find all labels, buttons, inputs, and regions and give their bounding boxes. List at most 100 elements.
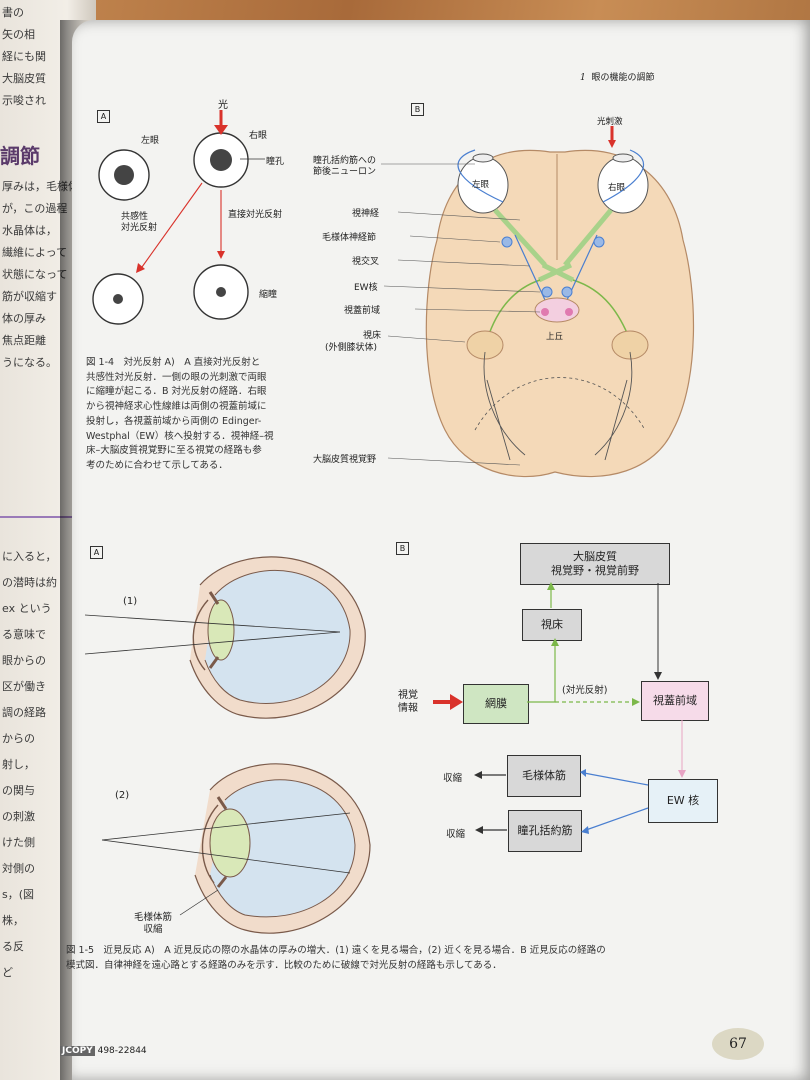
fig14b-leader-lines <box>381 163 541 466</box>
visual-info-line2: 情報 <box>398 703 418 714</box>
optic-nerve-label: 視神経 <box>352 209 380 219</box>
ciliary-line1: 毛様体筋 <box>134 912 173 923</box>
eyeball-near <box>209 779 356 918</box>
left-page-text-line: 区が働き <box>2 680 46 693</box>
ew-nucleus-left <box>541 286 553 298</box>
cornea-far <box>192 599 209 671</box>
visual-info-label: 視覚 情報 <box>398 689 418 715</box>
light-label: 光 <box>218 100 228 111</box>
right-eye-label: 右眼 <box>249 131 268 141</box>
left-page-text-line: s，(図 <box>2 888 35 901</box>
left-eye-label: 左眼 <box>141 136 160 146</box>
postganglionic-neuron-label: 瞳孔括約筋への 節後ニューロン <box>313 156 376 179</box>
left-page-text-line: 筋が収縮す <box>2 290 57 303</box>
left-page-text-line: の関与 <box>2 784 35 797</box>
lgn-left <box>466 330 504 360</box>
ciliary-nerve-left <box>514 234 546 301</box>
case1-label: (1) <box>123 596 138 607</box>
fig14-caption-line: 投射し，各視蓋前域から両側の Edinger- <box>86 415 262 427</box>
left-page-text-line: 焦点距離 <box>2 334 46 347</box>
pretectum-box: 視蓋前域 <box>641 681 709 721</box>
ciliary-muscle-box: 毛様体筋 <box>507 755 581 797</box>
ciliary-nerve-right <box>566 234 598 301</box>
chapter-number: 1 <box>580 73 586 83</box>
postganglionic-line1: 瞳孔括約筋への <box>313 156 377 166</box>
left-page-text-line: 射し， <box>2 758 35 771</box>
running-header: 1 眼の機能の調節 <box>580 70 654 83</box>
ciliary-ganglion-label: 毛様体神経節 <box>322 233 377 243</box>
left-page-text-line: ど <box>2 966 13 979</box>
retina-box: 網膜 <box>463 684 529 724</box>
left-page-text-line: 経にも関 <box>2 50 46 63</box>
optic-chiasm <box>537 262 575 283</box>
near-response-arrows <box>433 582 686 834</box>
fig15-panel-a-tag: A <box>90 546 103 559</box>
miosis-label: 縮瞳 <box>259 290 278 300</box>
left-page-text-line: 体の厚み <box>2 312 46 325</box>
cortex-box: 大脳皮質 視覚野・視覚前野 <box>520 543 670 585</box>
lens-near <box>209 808 251 878</box>
ew-nucleus-label: EW核 <box>354 283 378 293</box>
ew-nucleus-right <box>561 286 573 298</box>
brain-pathway-diagram <box>425 126 695 478</box>
pretectum-label: 視蓋前域 <box>344 306 381 316</box>
consensual-line1: 共感性 <box>121 212 149 222</box>
left-page-text-line: 示唆され <box>2 94 46 107</box>
light-arrow <box>214 125 228 135</box>
optic-chiasm-label: 視交叉 <box>352 257 380 267</box>
page-number: 67 <box>712 1028 764 1060</box>
thalamus-box: 視床 <box>522 609 582 641</box>
optic-nerve-right <box>563 208 613 267</box>
eyeball-far <box>204 569 351 704</box>
left-page-text-line: る反 <box>2 940 24 953</box>
left-page-heading: 調節 <box>0 144 40 168</box>
left-page-text-line: からの <box>2 732 35 745</box>
brain-left-eye-label: 左眼 <box>472 180 490 190</box>
eye-far-vision <box>84 556 366 719</box>
case2-label: (2) <box>115 790 130 801</box>
postganglionic-line2: 節後ニューロン <box>313 167 377 178</box>
ciliary-ganglion-left <box>501 236 513 248</box>
eye-near-vision <box>101 763 371 934</box>
fig14a-diagram <box>92 110 265 325</box>
ciliary-line2: 収縮 <box>143 924 163 936</box>
brain-right-eye-label: 右眼 <box>608 183 626 193</box>
visual-cortex-label: 大脳皮質視覚野 <box>313 455 377 465</box>
fig14-caption-line: 考のために合わせて示してある． <box>86 460 228 472</box>
fig14-caption-line: に縮瞳が起こる．B 対光反射の経路．右眼 <box>86 386 267 398</box>
visual-info-line1: 視覚 <box>398 690 418 701</box>
light-reflex-label: (対光反射) <box>562 685 608 696</box>
left-page-text-line: 眼からの <box>2 654 46 667</box>
chapter-title: 眼の機能の調節 <box>591 73 655 83</box>
consensual-line2: 対光反射 <box>121 222 158 233</box>
fig14-caption-line: Westphal（EW）核へ投射する．視神経–視 <box>86 430 274 442</box>
ciliary-contract-label: 毛様体筋 収縮 <box>134 912 172 937</box>
right-pupil-bottom <box>216 287 226 297</box>
fig15-caption-line: 図 1-5 近見反応 A) A 近見反応の際の水晶体の厚みの増大．(1) 遠くを… <box>66 945 606 956</box>
cornea-near <box>201 804 219 884</box>
ciliary-ganglion-right <box>593 236 605 248</box>
thalamus-label: 視床 <box>363 331 382 341</box>
left-page-text-line: 株， <box>2 914 24 927</box>
left-page-text-line: 対側の <box>2 862 35 875</box>
pretectum-right <box>565 308 573 316</box>
publication-code: 498-22844 <box>97 1046 147 1056</box>
lens-far <box>207 599 235 661</box>
left-pupil-bottom <box>113 294 123 304</box>
left-page-text-line: ex という <box>2 602 52 615</box>
left-pupil-top <box>114 165 134 185</box>
sphincter-muscle-box: 瞳孔括約筋 <box>508 810 582 852</box>
copy-badge: JCOPY <box>60 1046 95 1056</box>
fig14-panel-b-tag: B <box>411 103 424 116</box>
lgn-label: (外側膝状体) <box>325 343 378 353</box>
optic-radiation-left <box>483 351 526 461</box>
pupil-label: 瞳孔 <box>266 157 285 167</box>
left-page-text-line: 厚みは，毛様体 <box>2 180 79 193</box>
book-page <box>72 20 810 1080</box>
left-page-rule <box>0 516 96 518</box>
left-page-text-line: 水晶体は， <box>2 224 57 237</box>
brain-fissure <box>474 377 646 431</box>
left-page-text-line: の刺激 <box>2 810 35 823</box>
optic-radiation-right <box>594 351 633 461</box>
pretectum-left <box>541 308 549 316</box>
